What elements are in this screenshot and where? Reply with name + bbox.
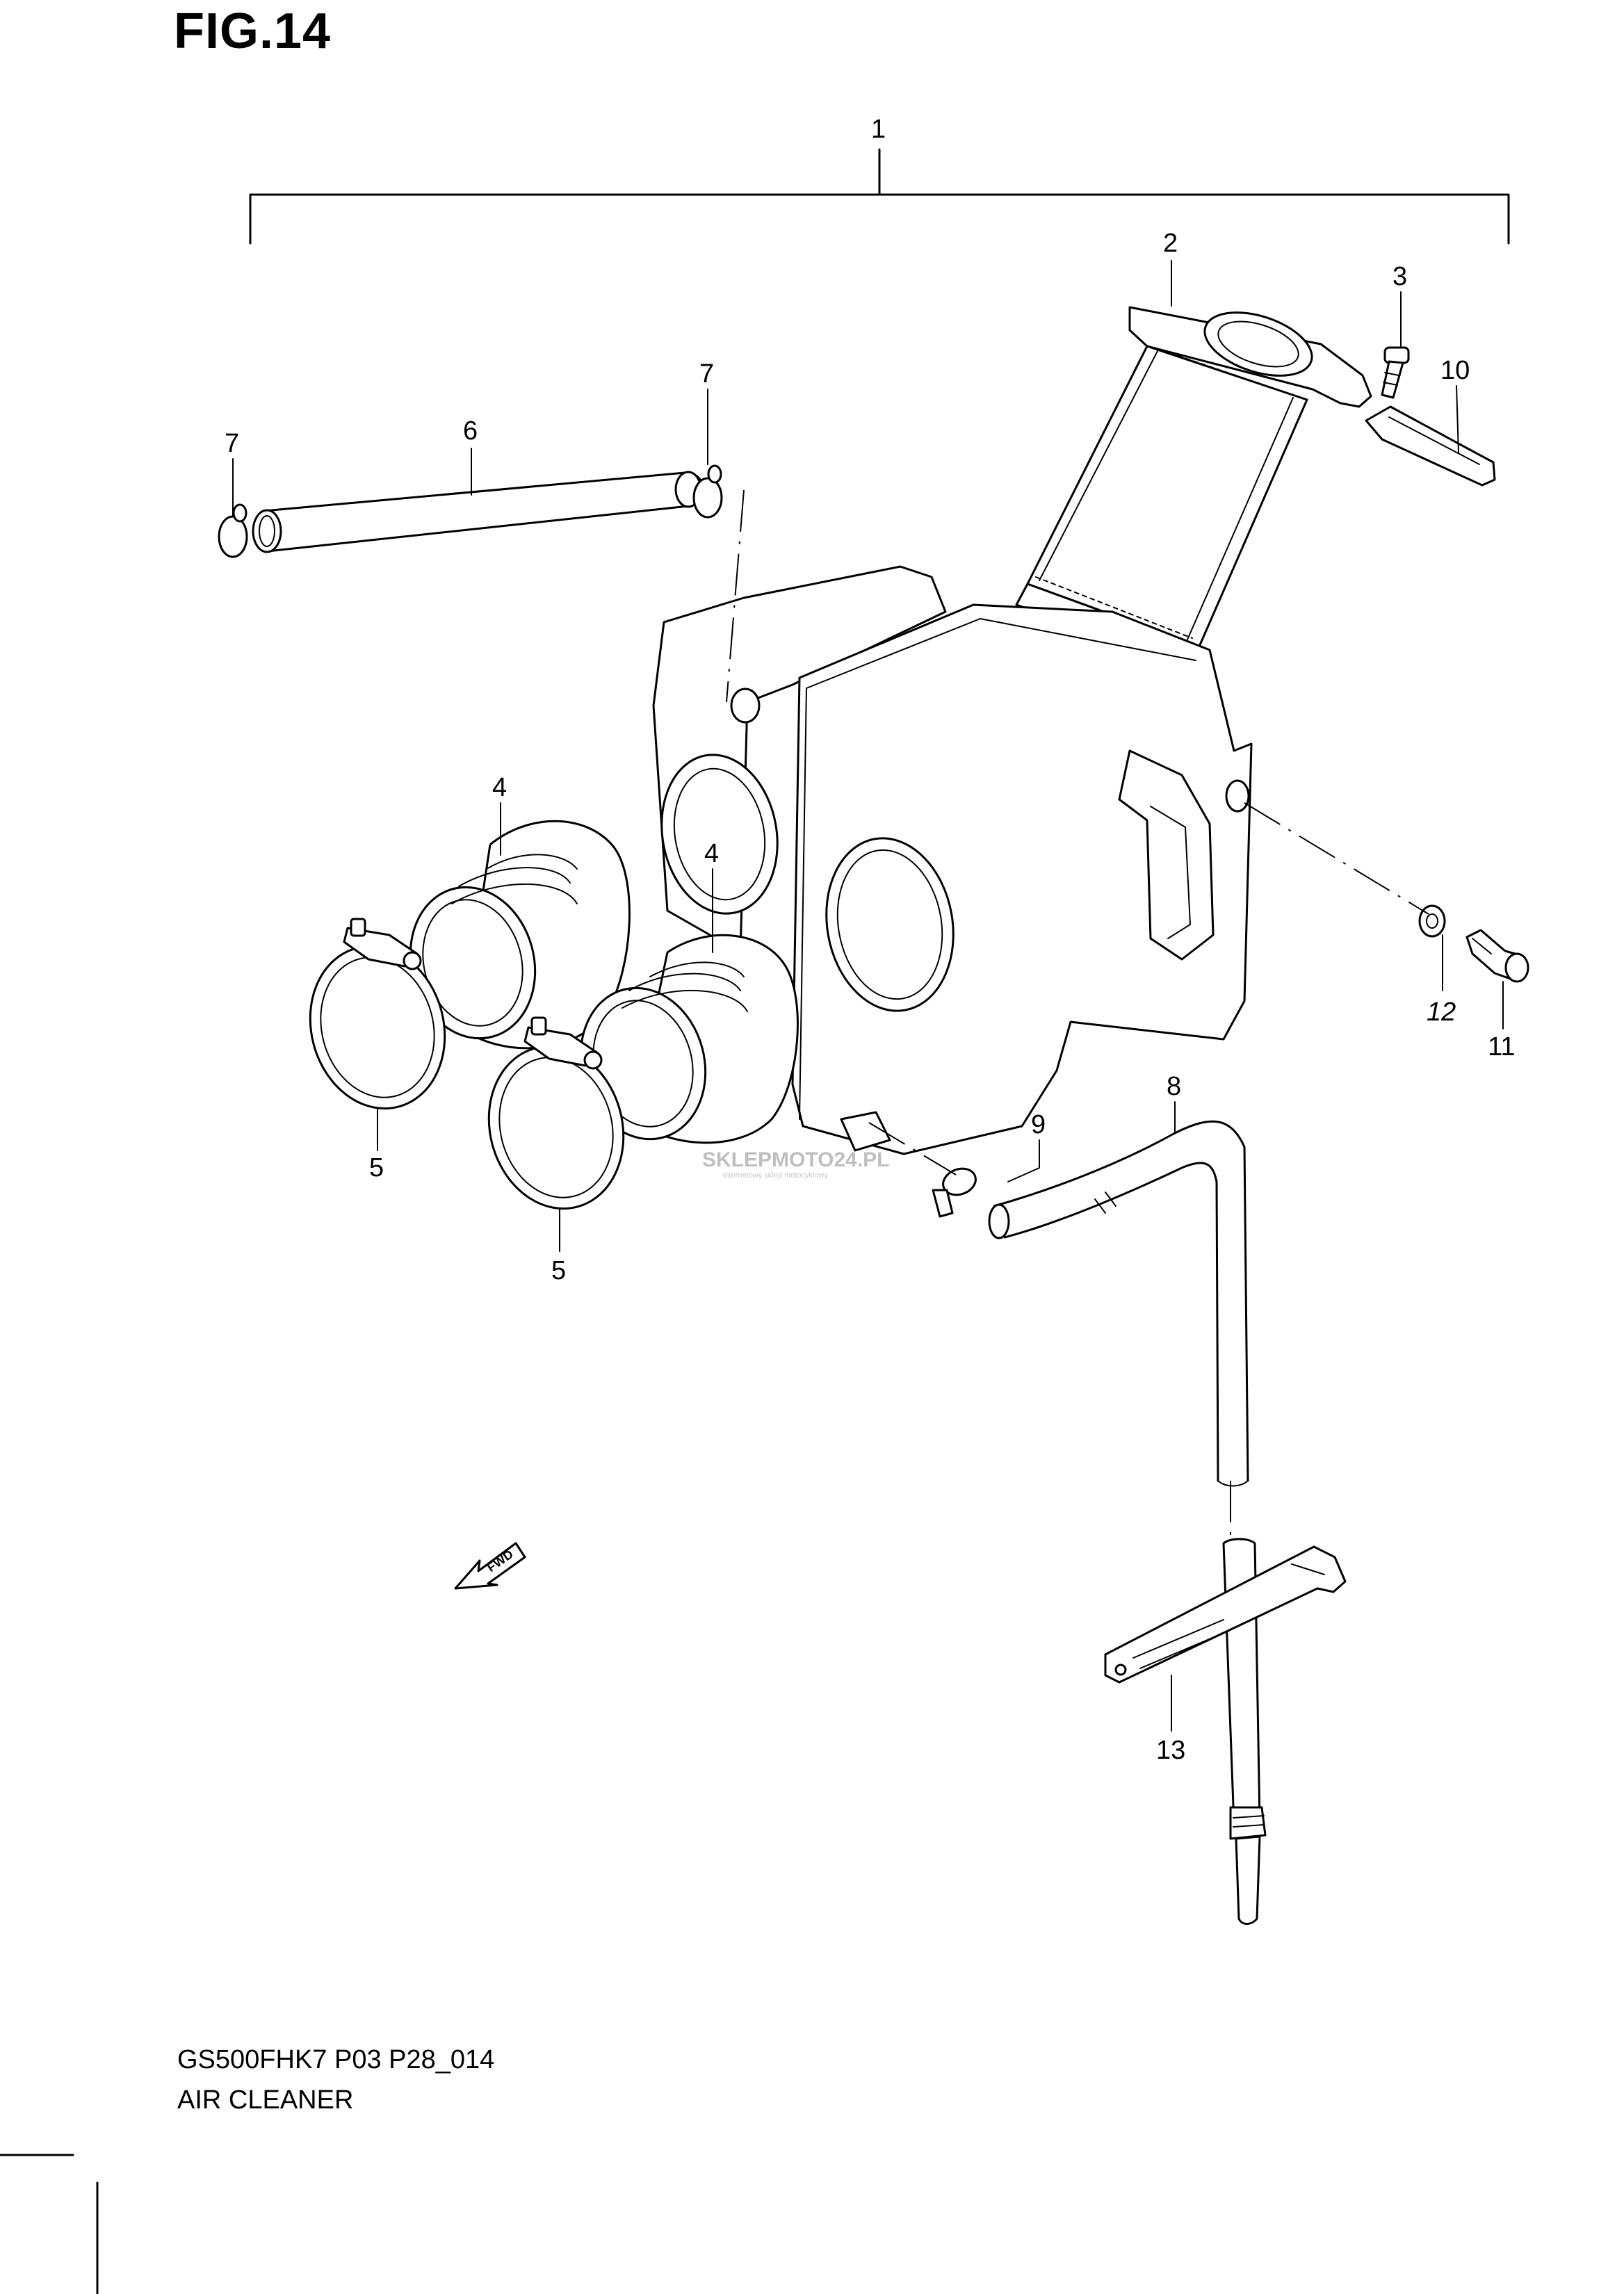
assembly-bracket [249,148,1510,245]
part-10-holder [1365,405,1496,487]
part-3-screw [1381,346,1410,399]
callout-2: 2 [1163,229,1178,258]
part-12-washer [1418,904,1446,938]
part-5-clamp-rear [309,918,446,1110]
part-9-clip [932,1167,977,1218]
watermark: SKLEPMOTO24.PL internetowy sklep motocyk… [702,1148,890,1180]
callout-3: 3 [1392,262,1407,291]
alignment-lines [726,489,1429,1543]
part-4-outlet-tube-rear [409,820,631,1050]
leader-lines [232,260,1504,1732]
callout-6: 6 [463,416,478,446]
forward-arrow-icon: FWD [454,1542,526,1590]
callout-8: 8 [1167,1072,1181,1101]
callout-1: 1 [871,115,886,144]
part-11-bolt [1465,929,1529,983]
model-code: GS500FHK7 P03 P28_014 [177,2045,495,2074]
callout-11: 11 [1488,1032,1515,1061]
callout-7-left: 7 [225,429,239,458]
part-5-clamp-front [487,1016,625,1210]
part-7-clip-right [692,464,723,519]
part-13-hose-holder [1104,1545,1347,1684]
part-6-breather-pipe [252,471,705,553]
air-cleaner-case [652,565,1253,1155]
page-crop-marks [0,2154,99,2294]
callout-9: 9 [1031,1110,1046,1139]
callout-12: 12 [1427,998,1456,1027]
watermark-tagline: internetowy sklep motocyklowy [723,1171,829,1180]
callout-7-right: 7 [699,359,714,389]
callout-13: 13 [1156,1736,1185,1765]
callout-4-front: 4 [704,839,719,868]
callout-10: 10 [1440,356,1470,385]
callout-4-rear: 4 [492,773,507,802]
watermark-brand: SKLEPMOTO24.PL [702,1148,890,1171]
figure-title: FIG.14 [174,3,332,59]
section-name: AIR CLEANER [177,2085,354,2115]
part-8-drain-hose [988,1120,1249,1487]
callout-5-rear: 5 [369,1153,384,1182]
callout-5-front: 5 [551,1256,566,1285]
callout-labels: 1 2 3 10 7 6 7 4 4 5 5 8 9 12 11 13 [225,115,1515,1765]
